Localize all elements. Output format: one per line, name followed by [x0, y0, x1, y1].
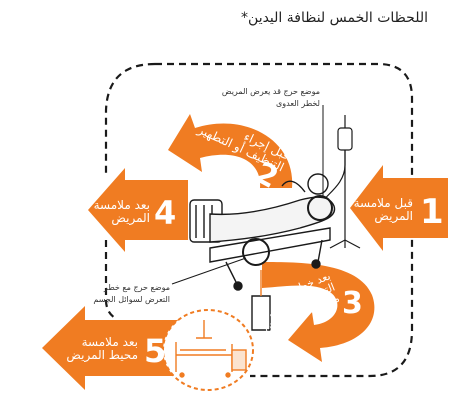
moment-4-line-1: بعد ملامسة [93, 198, 150, 212]
moment-4-number: 4 [154, 194, 177, 232]
critical-site-infection-circle [307, 195, 333, 221]
moment-5-arrow [42, 306, 180, 390]
moment-5-number: 5 [144, 332, 167, 370]
diagram-title: اللحظات الخمس لنظافة اليدين* [241, 10, 428, 26]
moment-4-arrow [88, 168, 188, 252]
moment-1-line-1: قبل ملامسة [353, 196, 413, 210]
moment-5-line-1: بعد ملامسة [81, 335, 138, 349]
moment-1-line-2: المريض [374, 209, 413, 223]
annotation-fluid-line-2: التعرض لسوائل الجسم [93, 295, 170, 304]
iv-drip-icon [319, 115, 361, 249]
annotation-infection-line-2: لخطر العدوى [276, 99, 320, 108]
patient-bed-icon [189, 173, 336, 331]
moment-3-number: 3 [342, 286, 363, 321]
moment-1-number: 1 [420, 192, 444, 232]
annotation-infection-site: موضع حرج قد يعرض المريض لخطر العدوى [222, 86, 320, 110]
patient-zone-boundary-left [104, 62, 156, 319]
moment-5-line-2: محيط المريض [66, 348, 138, 362]
moment-1-label: قبل ملامسة المريض [354, 197, 413, 223]
annotation-pointer-bottom [171, 257, 247, 285]
moment-2-arrow [168, 114, 293, 188]
moment-5-label: بعد ملامسة محيط المريض [66, 336, 138, 362]
annotation-fluid-site: موضع حرج مع خطر التعرض لسوائل الجسم [93, 282, 170, 306]
patient-zone-boundary [155, 62, 414, 378]
annotation-infection-line-1: موضع حرج قد يعرض المريض [221, 87, 320, 96]
moment-4-label: بعد ملامسة المريض [94, 199, 150, 225]
moment-4-line-2: المريض [111, 211, 150, 225]
critical-site-fluid-circle [242, 238, 270, 266]
moment-1-arrow [350, 165, 448, 251]
annotation-fluid-line-1: موضع حرج مع خطر [103, 283, 170, 292]
moment-3-arrow [262, 262, 375, 362]
empty-bed-icon [175, 320, 247, 378]
